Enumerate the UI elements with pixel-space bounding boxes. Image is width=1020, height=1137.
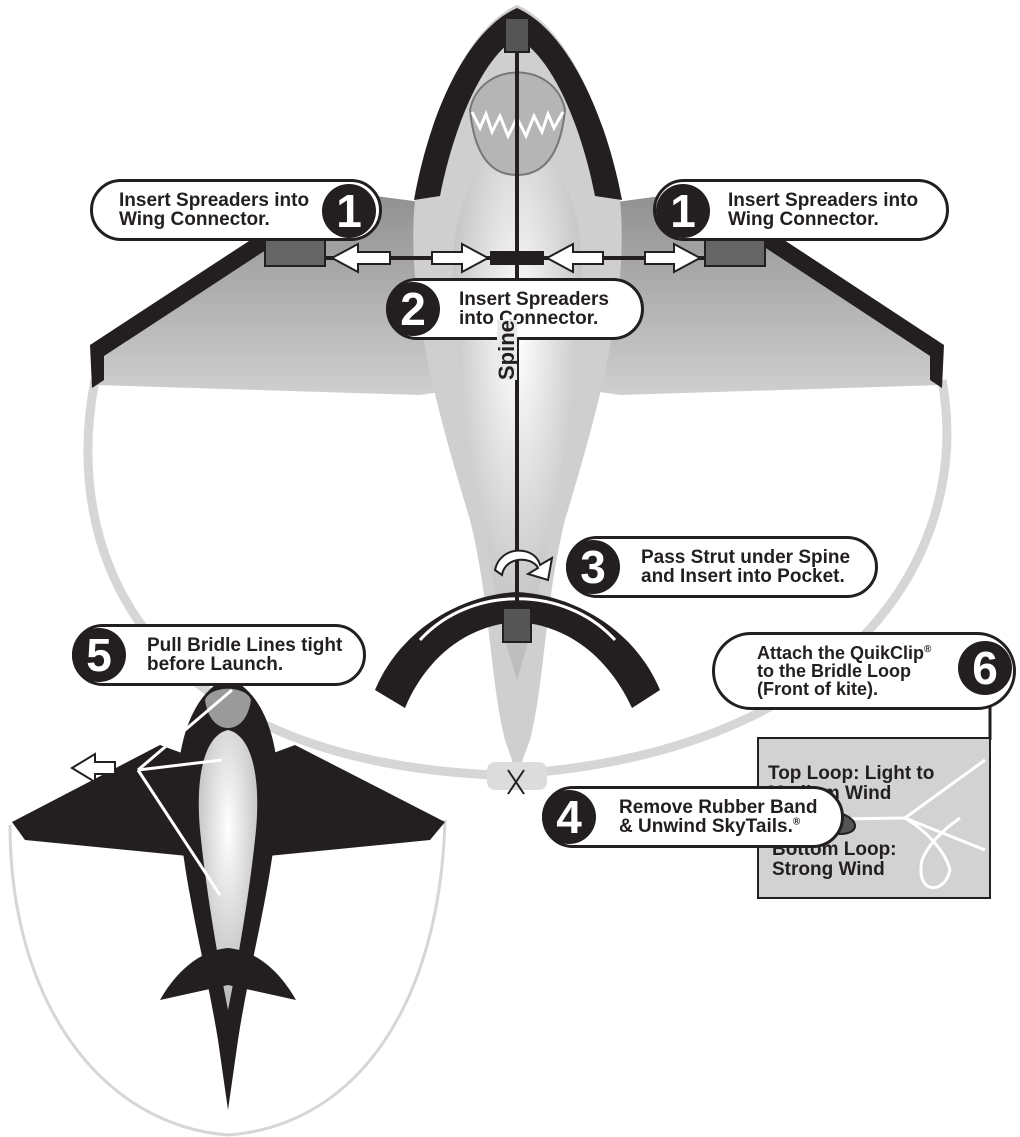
nose-cap bbox=[505, 18, 529, 52]
step-2-badge: 2 bbox=[386, 282, 440, 336]
step-6-registered-mark: ® bbox=[924, 644, 931, 655]
step-3-line1: Pass Strut under Spine bbox=[641, 548, 875, 567]
step-4-line1: Remove Rubber Band bbox=[619, 798, 841, 817]
step-5-line2: before Launch. bbox=[147, 655, 363, 674]
step-4-registered-mark: ® bbox=[793, 817, 800, 828]
step-4-badge: 4 bbox=[542, 790, 596, 844]
step-5-line1: Pull Bridle Lines tight bbox=[147, 636, 363, 655]
bottom-loop-line2: Strong Wind bbox=[772, 860, 897, 880]
spine-label: Spine bbox=[497, 320, 517, 380]
step-1-right-line1: Insert Spreaders into bbox=[728, 191, 946, 210]
step-6-badge: 6 bbox=[958, 641, 1012, 695]
step-5-badge: 5 bbox=[72, 628, 126, 682]
center-connector bbox=[490, 251, 544, 265]
step-3-badge: 3 bbox=[566, 540, 620, 594]
left-wing-connector bbox=[265, 240, 325, 266]
tail-pocket bbox=[503, 608, 531, 642]
step-1-right-line2: Wing Connector. bbox=[728, 210, 946, 229]
top-loop-line1: Top Loop: Light to bbox=[768, 764, 934, 784]
step-3-line2: and Insert into Pocket. bbox=[641, 567, 875, 586]
step-4-line2: & Unwind SkyTails.® bbox=[619, 817, 841, 836]
right-wing-connector bbox=[705, 240, 765, 266]
rubber-band-bundle bbox=[487, 762, 547, 790]
step-1-right-badge: 1 bbox=[656, 184, 710, 238]
step-2-line1: Insert Spreaders bbox=[459, 290, 641, 309]
step-1-left-badge: 1 bbox=[322, 184, 376, 238]
step-2-line2: into Connector. bbox=[459, 309, 641, 328]
